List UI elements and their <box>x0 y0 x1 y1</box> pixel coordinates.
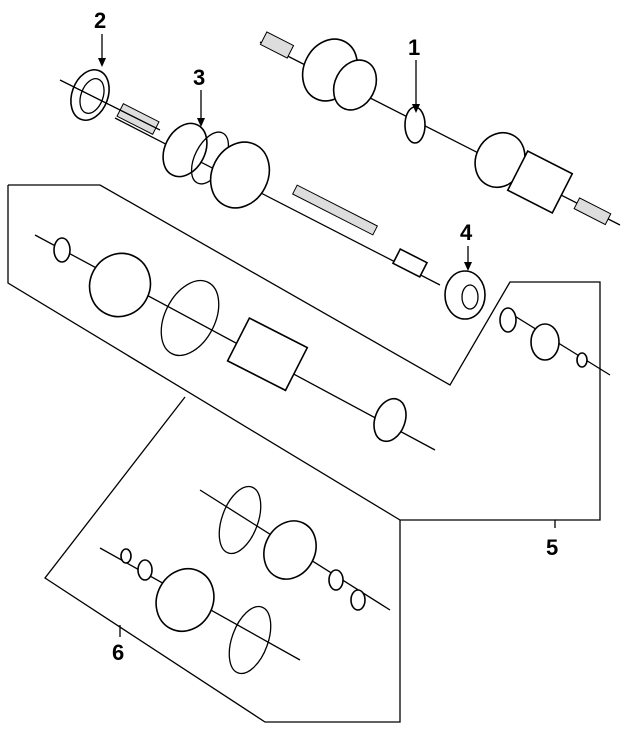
boot-kit-upper <box>34 234 611 451</box>
svg-text:3: 3 <box>193 65 205 90</box>
group-outline-6 <box>44 396 401 723</box>
svg-text:6: 6 <box>112 640 124 665</box>
callout-4: 4 <box>460 220 473 271</box>
boot-kit-lower <box>99 485 391 675</box>
dynamic-damper <box>444 270 486 320</box>
inner-joint-assembly <box>114 103 441 286</box>
axle-shaft-assembly <box>259 31 621 226</box>
callout-2: 2 <box>94 8 106 67</box>
svg-text:1: 1 <box>408 35 420 60</box>
callout-1: 1 <box>408 35 420 113</box>
callout-5: 5 <box>546 535 558 560</box>
callout-3: 3 <box>193 65 205 127</box>
group-outline-upper <box>8 184 601 521</box>
callout-6: 6 <box>112 625 124 665</box>
svg-text:4: 4 <box>460 220 473 245</box>
svg-text:2: 2 <box>94 8 106 33</box>
